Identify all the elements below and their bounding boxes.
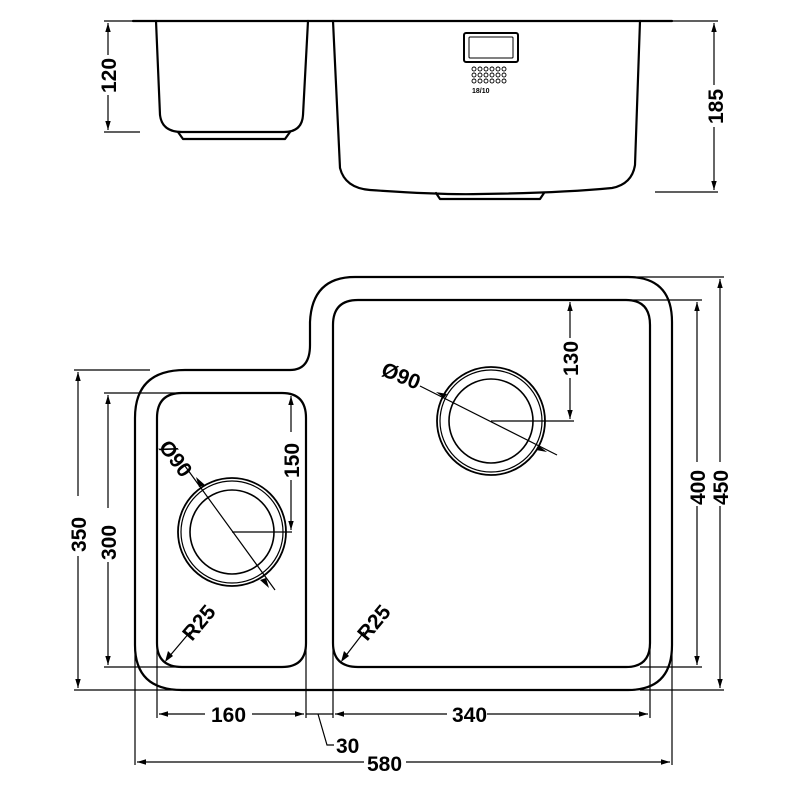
grade-mark-icon: 18/10 [463, 32, 519, 95]
large-bowl-drain-profile [434, 191, 546, 201]
dimension-small-bowl-width: 160 [159, 704, 304, 727]
dimension-small-drain-diameter: Ø90 [154, 436, 292, 591]
label-300: 300 [98, 525, 121, 560]
dimension-large-corner-radius: R25 [341, 601, 396, 662]
dimension-overall-depth-large: 450 [628, 276, 733, 691]
label-185: 185 [705, 89, 728, 124]
small-bowl-outline [155, 391, 308, 669]
label-400: 400 [687, 470, 710, 505]
label-30: 30 [336, 735, 359, 758]
label-large-diameter: Ø90 [378, 358, 423, 394]
dimension-small-bowl-depth: 120 [98, 20, 158, 133]
dimension-large-bowl-depth: 185 [655, 20, 728, 193]
large-bowl-outline [331, 298, 652, 669]
label-450: 450 [710, 470, 733, 505]
large-bowl-profile [331, 19, 642, 196]
dimension-large-drain-offset: 130 [560, 302, 583, 419]
dimension-overall-depth-small: 350 [68, 369, 180, 691]
label-120: 120 [98, 58, 121, 93]
small-bowl-profile [154, 19, 310, 134]
label-150: 150 [281, 443, 304, 478]
label-small-diameter: Ø90 [154, 436, 196, 482]
label-130: 130 [560, 341, 583, 376]
small-bowl-drain-profile [176, 130, 292, 141]
dimension-small-bowl-length: 300 [98, 392, 175, 668]
dimension-large-bowl-width: 340 [335, 704, 648, 727]
dimension-large-bowl-length: 400 [620, 299, 710, 668]
plan-view: Ø90 150 Ø90 130 R25 [68, 275, 733, 776]
dimension-divider-width: 30 [306, 713, 359, 758]
grade-mark-text: 18/10 [472, 88, 490, 95]
label-340: 340 [452, 704, 487, 727]
label-350: 350 [68, 517, 91, 552]
dimension-overall-width: 580 [137, 753, 670, 776]
label-580: 580 [367, 753, 402, 776]
side-view: 18/10 120 185 [98, 19, 728, 201]
dimension-small-corner-radius: R25 [165, 601, 221, 662]
label-160: 160 [211, 704, 246, 727]
extension-lines [134, 645, 673, 765]
dimension-small-drain-offset: 150 [281, 396, 304, 530]
